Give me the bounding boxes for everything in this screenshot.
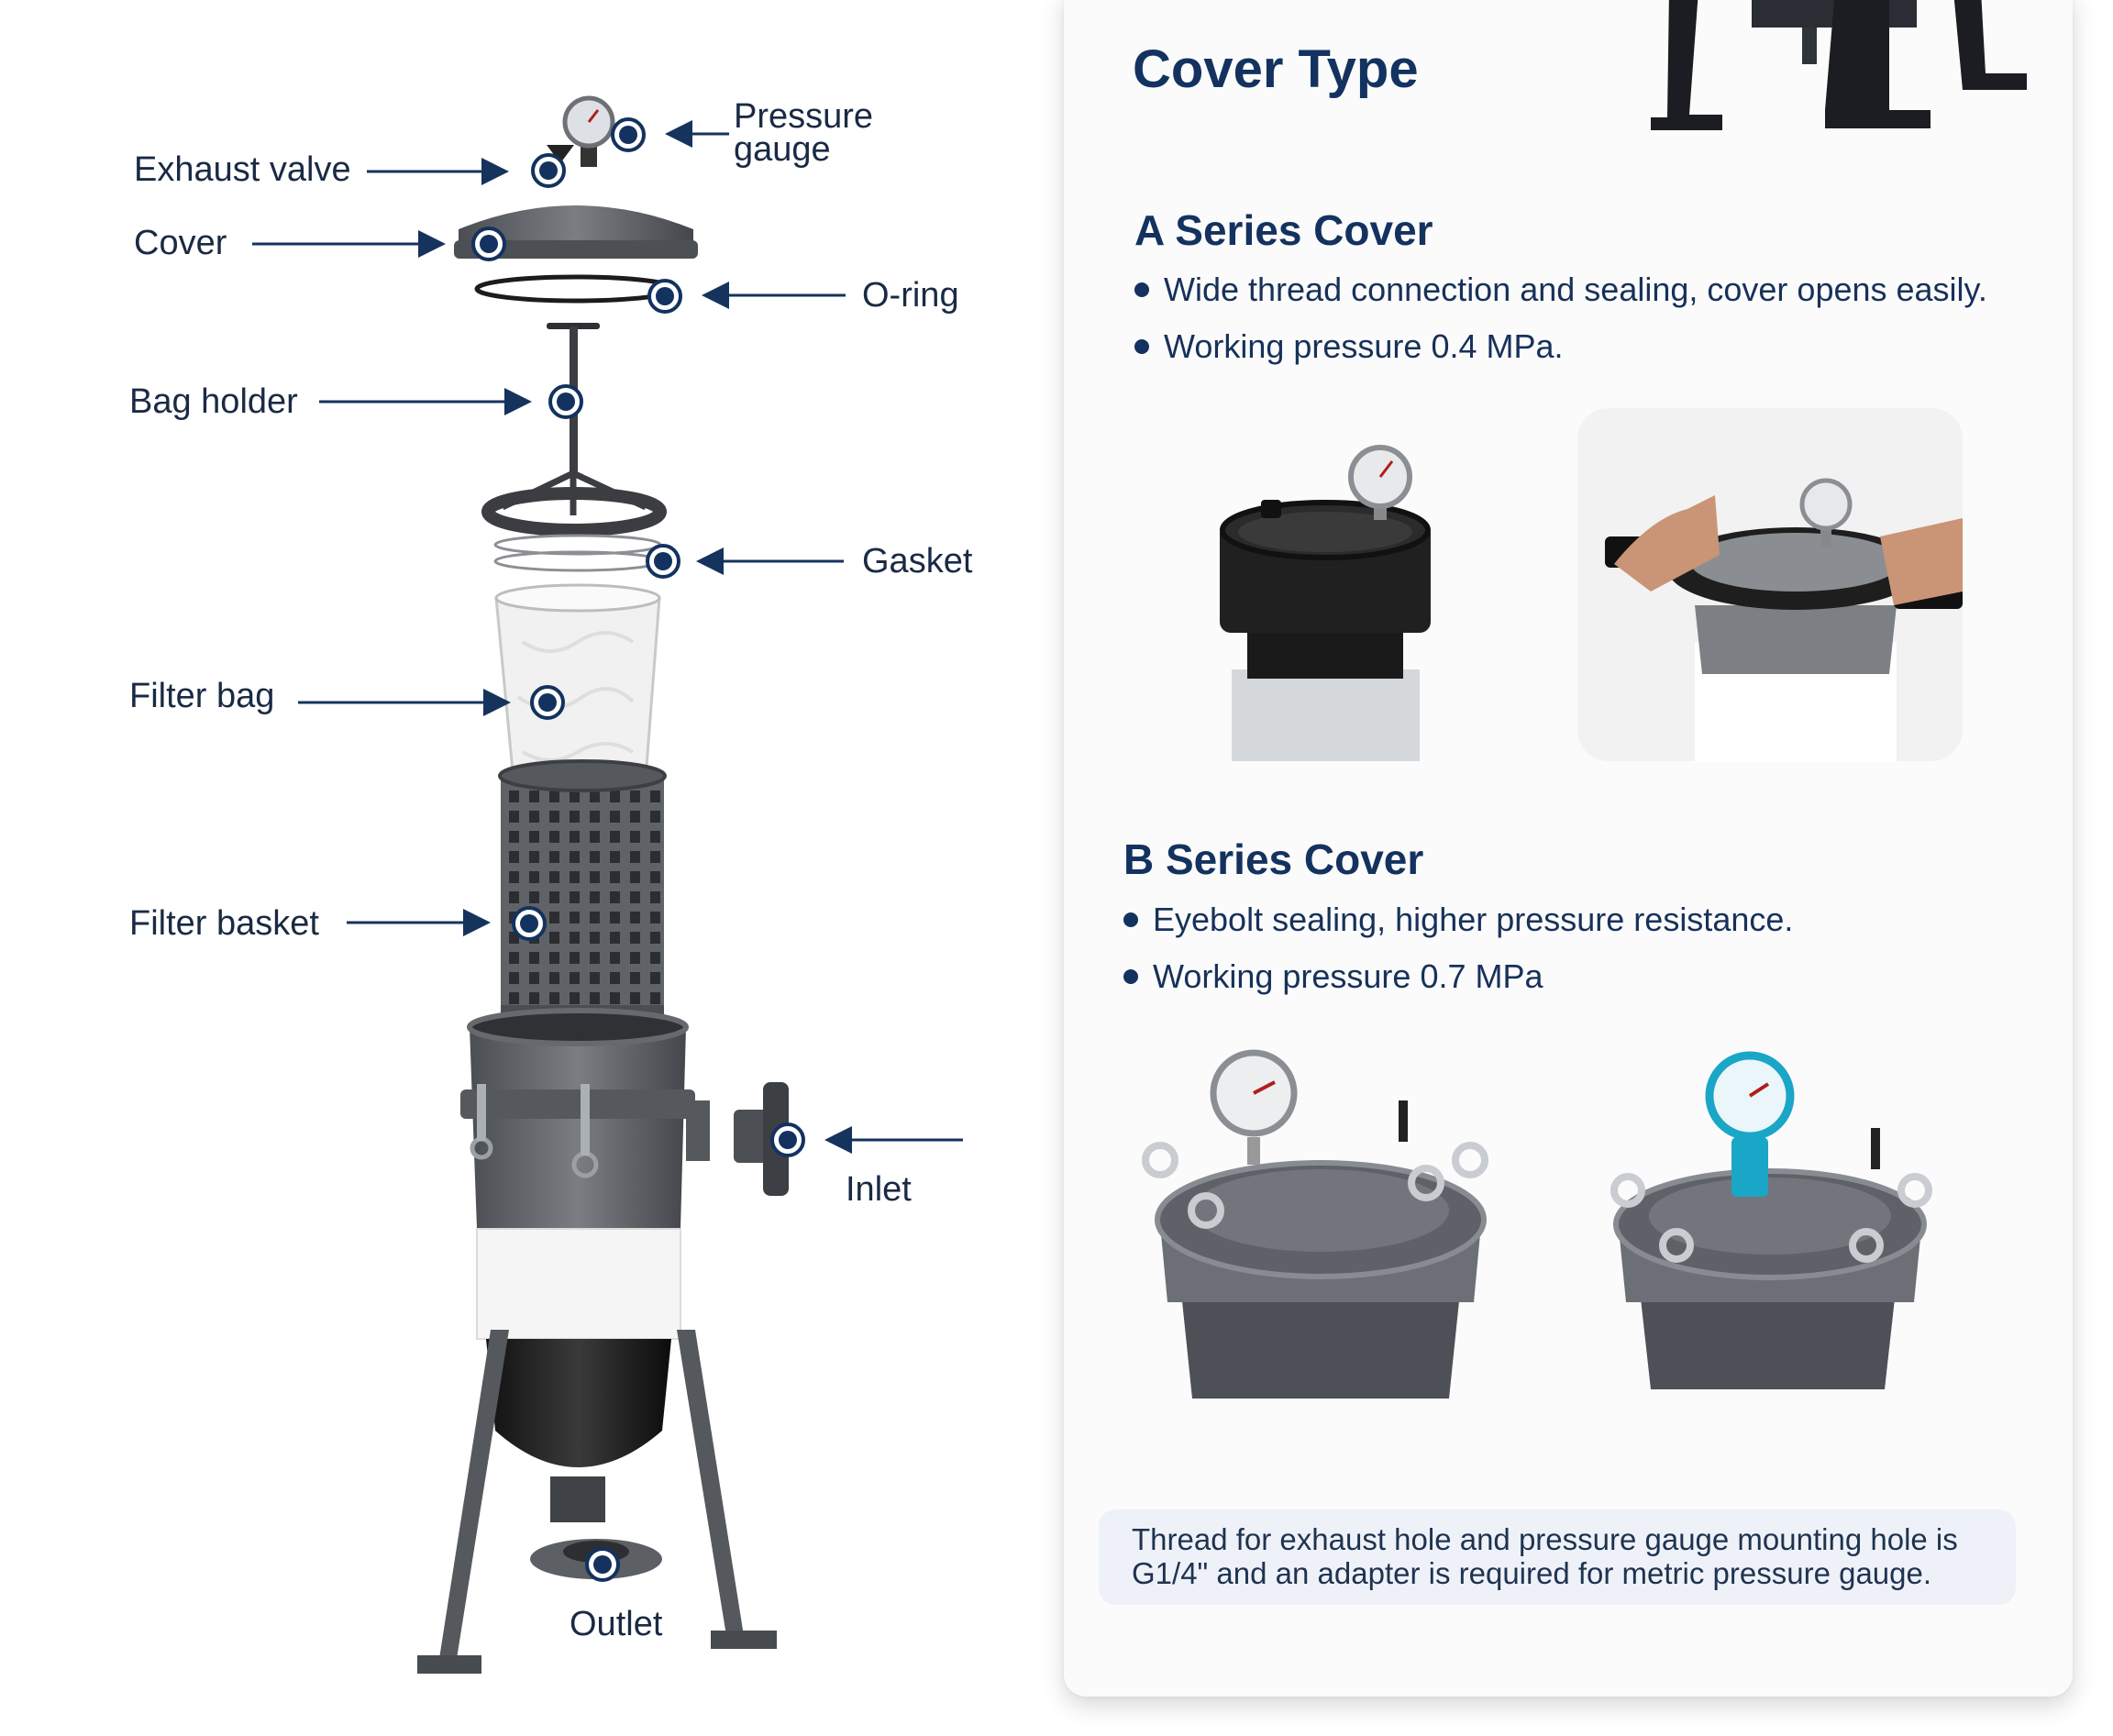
label-filter-bag: Filter bag	[129, 677, 275, 715]
a-series-cover-opening-photo	[1577, 408, 1963, 761]
o-ring-part	[474, 274, 678, 304]
b-series-bullet: Eyebolt sealing, higher pressure resista…	[1122, 891, 1793, 948]
label-pressure-gauge-line1: Pressure	[734, 97, 874, 136]
b-series-cover-teal-gauge-photo	[1610, 1051, 1932, 1389]
thread-note-text: Thread for exhaust hole and pressure gau…	[1132, 1522, 1994, 1590]
marker-cover	[471, 227, 506, 261]
thread-note-line2: G1/4" and an adapter is required for met…	[1132, 1556, 1932, 1590]
cover-type-panel: Cover Type A Series Cover Wide thread co…	[1064, 0, 2073, 1697]
panel-title: Cover Type	[1133, 39, 1419, 99]
label-outlet: Outlet	[570, 1605, 663, 1643]
filter-basket-part	[498, 759, 667, 1018]
thread-note: Thread for exhaust hole and pressure gau…	[1099, 1509, 2016, 1605]
marker-filter-basket	[512, 906, 547, 941]
housing-stand-photo	[1651, 0, 2027, 130]
b-series-bullets: Eyebolt sealing, higher pressure resista…	[1122, 891, 1793, 1005]
thread-note-line1: Thread for exhaust hole and pressure gau…	[1132, 1522, 1958, 1556]
a-series-bullets: Wide thread connection and sealing, cove…	[1133, 261, 1987, 375]
a-series-title: A Series Cover	[1134, 206, 1433, 254]
marker-pressure-gauge	[611, 117, 646, 152]
b-series-bullet: Working pressure 0.7 MPa	[1122, 948, 1793, 1005]
label-pressure-gauge-line2: gauge	[734, 130, 831, 169]
exploded-filter-diagram: Exhaust valve Pressure gauge Cover O-rin…	[129, 95, 973, 1674]
marker-exhaust-valve	[531, 153, 566, 188]
marker-gasket	[646, 544, 680, 579]
marker-o-ring	[647, 279, 682, 314]
cover-part	[454, 205, 698, 259]
label-inlet: Inlet	[846, 1170, 912, 1209]
a-series-bullet: Wide thread connection and sealing, cove…	[1133, 261, 1987, 318]
marker-bag-holder	[548, 384, 583, 419]
a-series-bullet: Working pressure 0.4 MPa.	[1133, 318, 1987, 375]
label-gasket: Gasket	[862, 542, 973, 581]
b-series-title: B Series Cover	[1123, 835, 1424, 883]
bag-holder-part	[481, 323, 667, 536]
callout-arrows	[252, 120, 963, 1154]
label-cover: Cover	[134, 224, 227, 262]
marker-inlet	[770, 1122, 805, 1157]
label-o-ring: O-ring	[862, 276, 959, 315]
callout-markers	[471, 117, 805, 1582]
filter-assembly-illustration	[252, 95, 963, 1674]
filter-housing	[460, 1008, 710, 1467]
a-series-cover-photo	[1220, 445, 1431, 761]
b-series-cover-photo	[1142, 1049, 1488, 1399]
marker-outlet	[585, 1547, 620, 1582]
label-filter-basket: Filter basket	[129, 904, 319, 943]
label-exhaust-valve: Exhaust valve	[134, 150, 351, 189]
pressure-gauge-part	[547, 95, 615, 167]
label-bag-holder: Bag holder	[129, 382, 298, 421]
gasket-part	[493, 534, 662, 572]
marker-filter-bag	[530, 685, 565, 720]
